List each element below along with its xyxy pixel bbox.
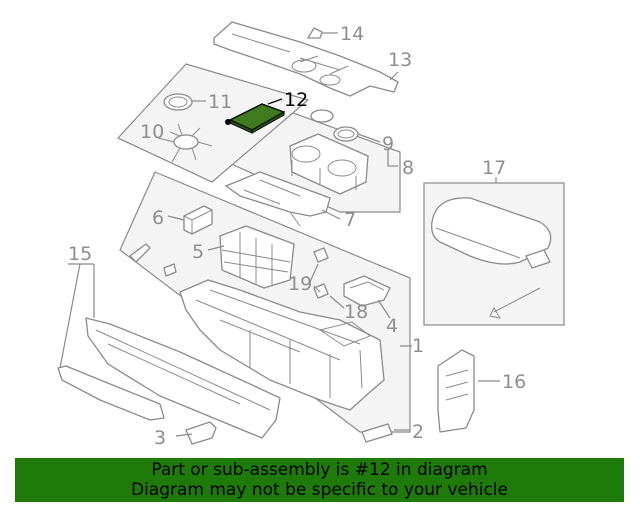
part-bracket-b bbox=[163, 263, 177, 277]
part-15-side-panel bbox=[57, 317, 281, 439]
callout-13: 13 bbox=[388, 49, 412, 71]
callout-18: 18 bbox=[344, 301, 368, 323]
callout-7: 7 bbox=[344, 209, 356, 231]
part-5-storage-bin bbox=[219, 225, 295, 289]
parts-diagram: 1 2 3 4 5 6 7 8 9 10 11 12 13 14 15 16 1… bbox=[57, 21, 565, 449]
callout-4: 4 bbox=[386, 315, 398, 337]
info-banner: Part or sub-assembly is #12 in diagram D… bbox=[15, 458, 624, 502]
part-11-ring bbox=[163, 93, 193, 111]
banner-line-2: Diagram may not be specific to your vehi… bbox=[130, 480, 508, 500]
part-7-cupholder-base bbox=[225, 171, 331, 227]
callout-12: 12 bbox=[284, 89, 308, 111]
part-18-tray bbox=[343, 275, 391, 307]
part-13-trim-bezel bbox=[213, 21, 399, 97]
part-17-armrest bbox=[431, 197, 552, 319]
callout-2: 2 bbox=[412, 421, 424, 443]
callout-16: 16 bbox=[502, 371, 526, 393]
part-2-bracket bbox=[361, 423, 393, 443]
callout-8: 8 bbox=[402, 157, 414, 179]
callout-5: 5 bbox=[192, 241, 204, 263]
part-14-clip bbox=[307, 27, 323, 39]
part-1-console-body bbox=[179, 279, 385, 411]
callout-19: 19 bbox=[288, 273, 312, 295]
part-16-rear-panel bbox=[437, 349, 475, 433]
banner-line-1: Part or sub-assembly is #12 in diagram bbox=[151, 460, 488, 480]
callout-10: 10 bbox=[140, 121, 164, 143]
callout-11: 11 bbox=[208, 91, 232, 113]
part-8-cupholder-assembly bbox=[289, 133, 369, 195]
part-19-clip bbox=[313, 247, 329, 263]
part-bracket-a bbox=[129, 243, 151, 263]
part-3-bracket bbox=[185, 421, 217, 445]
callout-17: 17 bbox=[482, 157, 506, 179]
callout-9: 9 bbox=[382, 133, 394, 155]
callout-15: 15 bbox=[68, 243, 92, 265]
panel-small-parts bbox=[117, 63, 310, 183]
callout-3: 3 bbox=[154, 427, 166, 449]
callout-1: 1 bbox=[412, 335, 424, 357]
part-10-retainer bbox=[157, 123, 213, 163]
part-12-cupholder-insert bbox=[225, 103, 286, 134]
part-6-switch bbox=[183, 205, 213, 235]
callout-6: 6 bbox=[152, 207, 164, 229]
part-19-clip-b bbox=[313, 283, 329, 299]
part-9-rings bbox=[310, 109, 359, 142]
callout-14: 14 bbox=[340, 23, 364, 45]
